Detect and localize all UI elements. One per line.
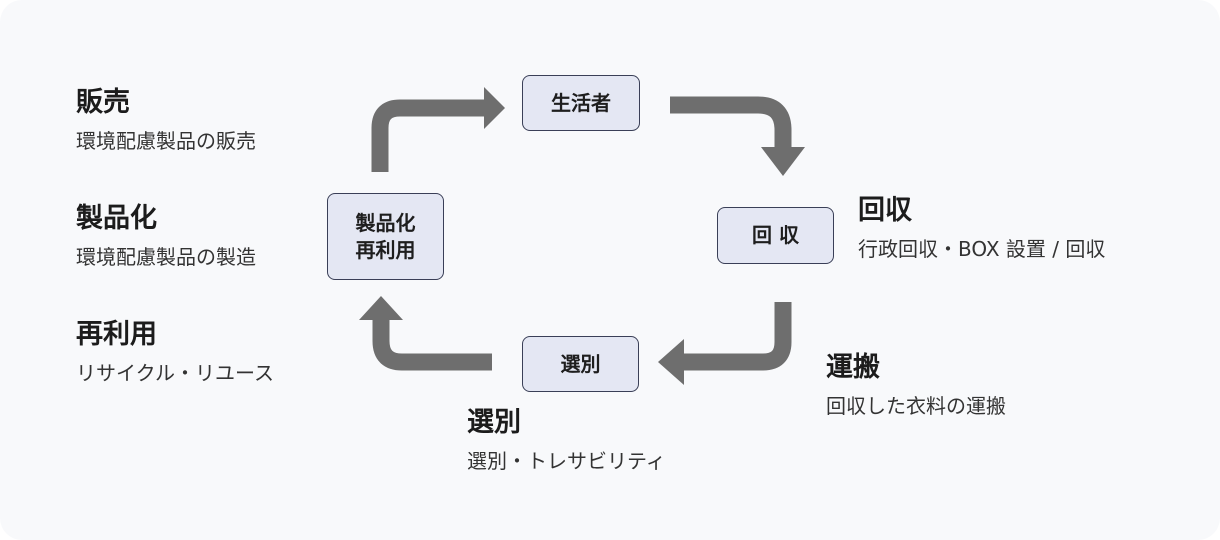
node-consumer-label: 生活者 xyxy=(551,90,611,115)
node-collection: 回 収 xyxy=(717,207,834,264)
caption-collection: 回収 行政回収・BOX 設置 / 回収 xyxy=(858,197,1105,259)
caption-sorting-title: 選別 xyxy=(467,407,521,438)
caption-product-title: 製品化 xyxy=(76,203,157,234)
arrowhead-manufacture xyxy=(359,296,403,320)
arrow-to-consumer xyxy=(371,99,485,172)
node-manufacture-label: 製品化 再利用 xyxy=(355,210,416,262)
node-sorting-label: 選別 xyxy=(560,351,601,376)
caption-collection-sub: 行政回収・BOX 設置 / 回収 xyxy=(858,237,1106,261)
caption-reuse: 再利用 リサイクル・リユース xyxy=(76,321,274,383)
caption-collection-title: 回収 xyxy=(858,195,912,226)
arrowhead-consumer xyxy=(484,87,505,129)
caption-sales: 販売 環境配慮製品の販売 xyxy=(76,89,256,151)
arrow-to-manufacture xyxy=(372,318,492,371)
node-collection-label: 回 収 xyxy=(752,223,799,247)
caption-sales-title: 販売 xyxy=(76,87,130,118)
caption-transport-title: 運搬 xyxy=(826,352,880,383)
node-manufacture: 製品化 再利用 xyxy=(327,193,444,280)
arrowhead-sorting xyxy=(658,339,684,385)
arrow-to-collection xyxy=(670,96,792,148)
arrowhead-collection xyxy=(761,147,805,176)
node-sorting: 選別 xyxy=(522,336,639,392)
caption-reuse-title: 再利用 xyxy=(76,319,157,350)
caption-sales-sub: 環境配慮製品の販売 xyxy=(76,129,256,153)
caption-sorting: 選別 選別・トレサビリティ xyxy=(467,409,666,471)
caption-transport: 運搬 回収した衣料の運搬 xyxy=(826,354,1006,416)
caption-product: 製品化 環境配慮製品の製造 xyxy=(76,205,256,267)
caption-reuse-sub: リサイクル・リユース xyxy=(76,361,274,385)
caption-product-sub: 環境配慮製品の製造 xyxy=(76,245,256,269)
caption-sorting-sub: 選別・トレサビリティ xyxy=(467,449,666,473)
node-consumer: 生活者 xyxy=(522,75,640,131)
caption-transport-sub: 回収した衣料の運搬 xyxy=(826,394,1006,418)
arrow-to-sorting xyxy=(684,302,792,371)
